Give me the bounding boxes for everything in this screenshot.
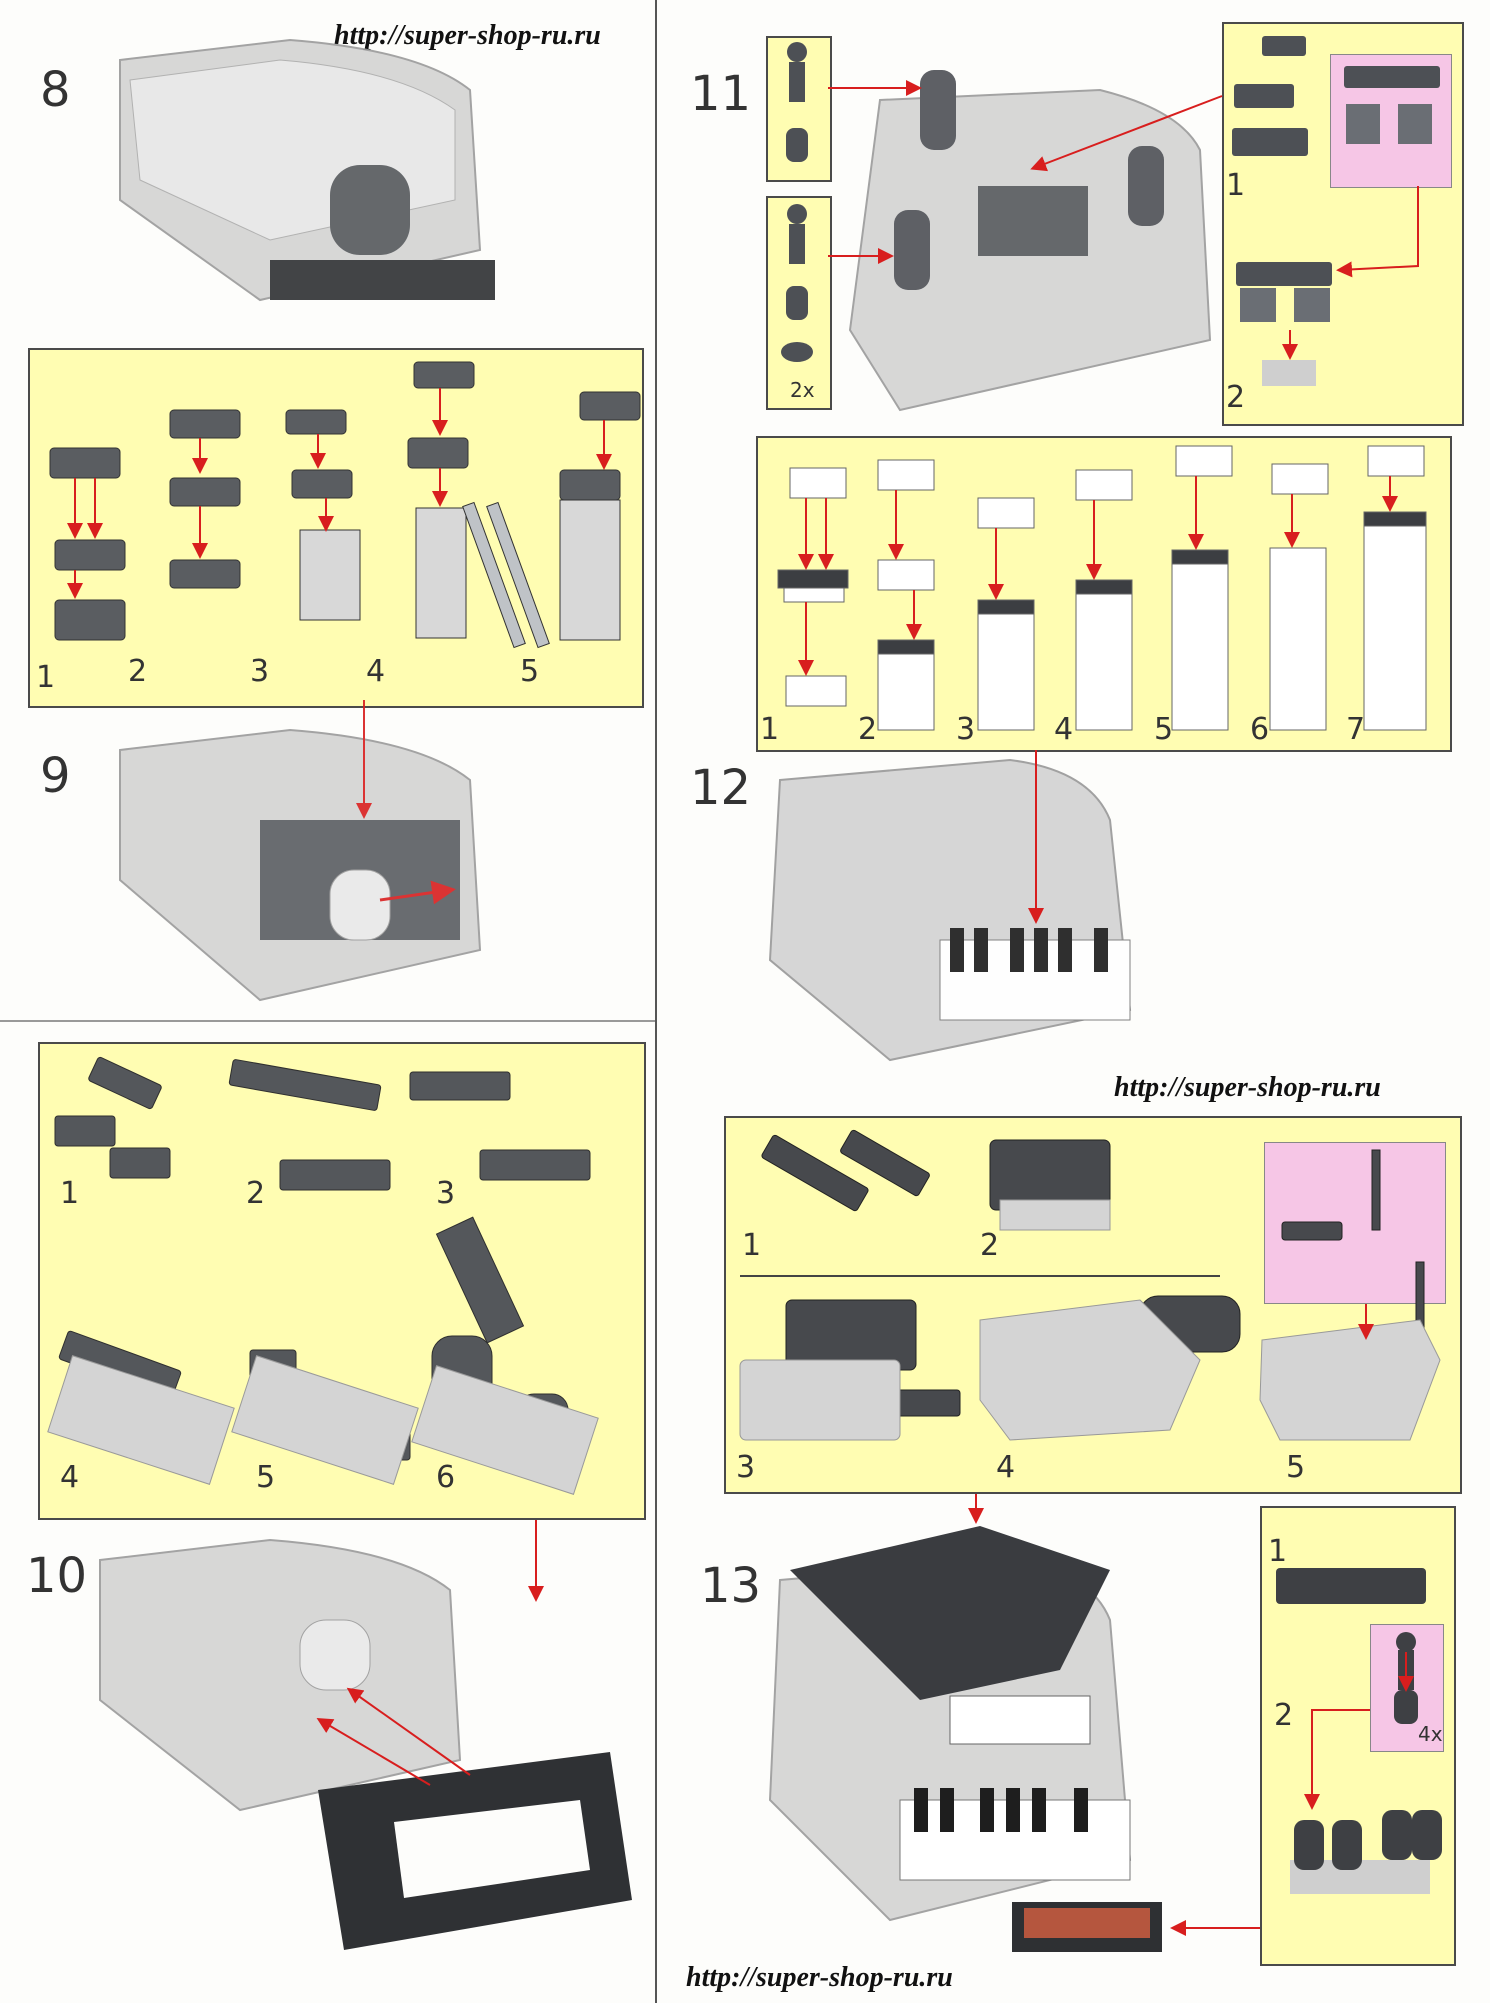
p11-sub-1: 1	[1226, 168, 1246, 203]
p13-sub-4: 4	[996, 1450, 1016, 1485]
p10-sub-5: 5	[256, 1460, 276, 1495]
p11-sub-2: 2	[1226, 380, 1246, 415]
p13b-sub-2: 2	[1274, 1698, 1294, 1733]
p13-sub-2: 2	[980, 1228, 1000, 1263]
step-12-key-stacks	[777, 445, 1427, 731]
p10-sub-3: 3	[436, 1176, 456, 1211]
p12-sub-6: 6	[1250, 712, 1270, 747]
mid-url-right: http://super-shop-ru.ru	[1114, 1072, 1381, 1103]
p13-sub-5: 5	[1286, 1450, 1306, 1485]
step-number-11: 11	[690, 66, 752, 122]
p9-sub-5: 5	[520, 654, 540, 689]
step-11-minifig-a	[786, 42, 808, 162]
p10-sub-6: 6	[436, 1460, 456, 1495]
step-13-leg-parts	[1276, 1568, 1442, 1894]
p12-sub-5: 5	[1154, 712, 1174, 747]
step-8-piano-body	[119, 38, 495, 302]
p12-sub-3: 3	[956, 712, 976, 747]
center-divider	[655, 0, 657, 2003]
step-number-13: 13	[700, 1558, 762, 1614]
p9-sub-3: 3	[250, 654, 270, 689]
step-13-final-piano	[768, 1526, 1162, 1952]
step-13-lid	[790, 1526, 1110, 1700]
header-url-left: http://super-shop-ru.ru	[334, 20, 601, 51]
p9-sub-1: 1	[36, 660, 56, 695]
p13b-sub-1: 1	[1268, 1534, 1288, 1569]
p13-sub-3: 3	[736, 1450, 756, 1485]
step-13-music-stand	[949, 1695, 1091, 1745]
p12-sub-4: 4	[1054, 712, 1074, 747]
step-number-8: 8	[40, 62, 71, 118]
step-8-tile	[270, 260, 495, 300]
p10-sub-2: 2	[246, 1176, 266, 1211]
p10-sub-1: 1	[60, 1176, 80, 1211]
step-9-brick-stacks	[49, 361, 641, 649]
left-section-divider	[0, 1020, 655, 1022]
step-13-plates	[761, 1129, 1425, 1417]
step-12-piano	[768, 758, 1132, 1062]
p11-multiplier: 2x	[790, 378, 815, 402]
step-9-subassembly-panel	[28, 348, 644, 708]
step-13-gray-bases	[739, 1199, 1441, 1441]
p12-sub-1: 1	[760, 712, 780, 747]
p13b-multiplier: 4x	[1418, 1722, 1443, 1746]
step-10-piano	[99, 1538, 462, 1812]
step-11-minifig-b	[781, 204, 813, 362]
step-10-black-frame	[318, 1752, 632, 1950]
step-number-10: 10	[26, 1548, 88, 1604]
step-11-pedal-parts	[1232, 36, 1440, 386]
p12-sub-7: 7	[1346, 712, 1366, 747]
p12-sub-2: 2	[858, 712, 878, 747]
step-9-piano	[119, 700, 482, 1002]
step-11-piano	[848, 70, 1212, 412]
step-13-separator	[740, 1275, 1220, 1277]
p9-sub-2: 2	[128, 654, 148, 689]
step-number-9: 9	[40, 748, 71, 804]
p13-sub-1: 1	[742, 1228, 762, 1263]
p9-sub-4: 4	[366, 654, 386, 689]
step-8-round-plate	[330, 165, 410, 255]
step-number-12: 12	[690, 760, 752, 816]
footer-url: http://super-shop-ru.ru	[686, 1962, 953, 1993]
step-11-pedal-block	[978, 186, 1088, 256]
p10-sub-4: 4	[60, 1460, 80, 1495]
step-10-gray-bases	[47, 1355, 599, 1495]
